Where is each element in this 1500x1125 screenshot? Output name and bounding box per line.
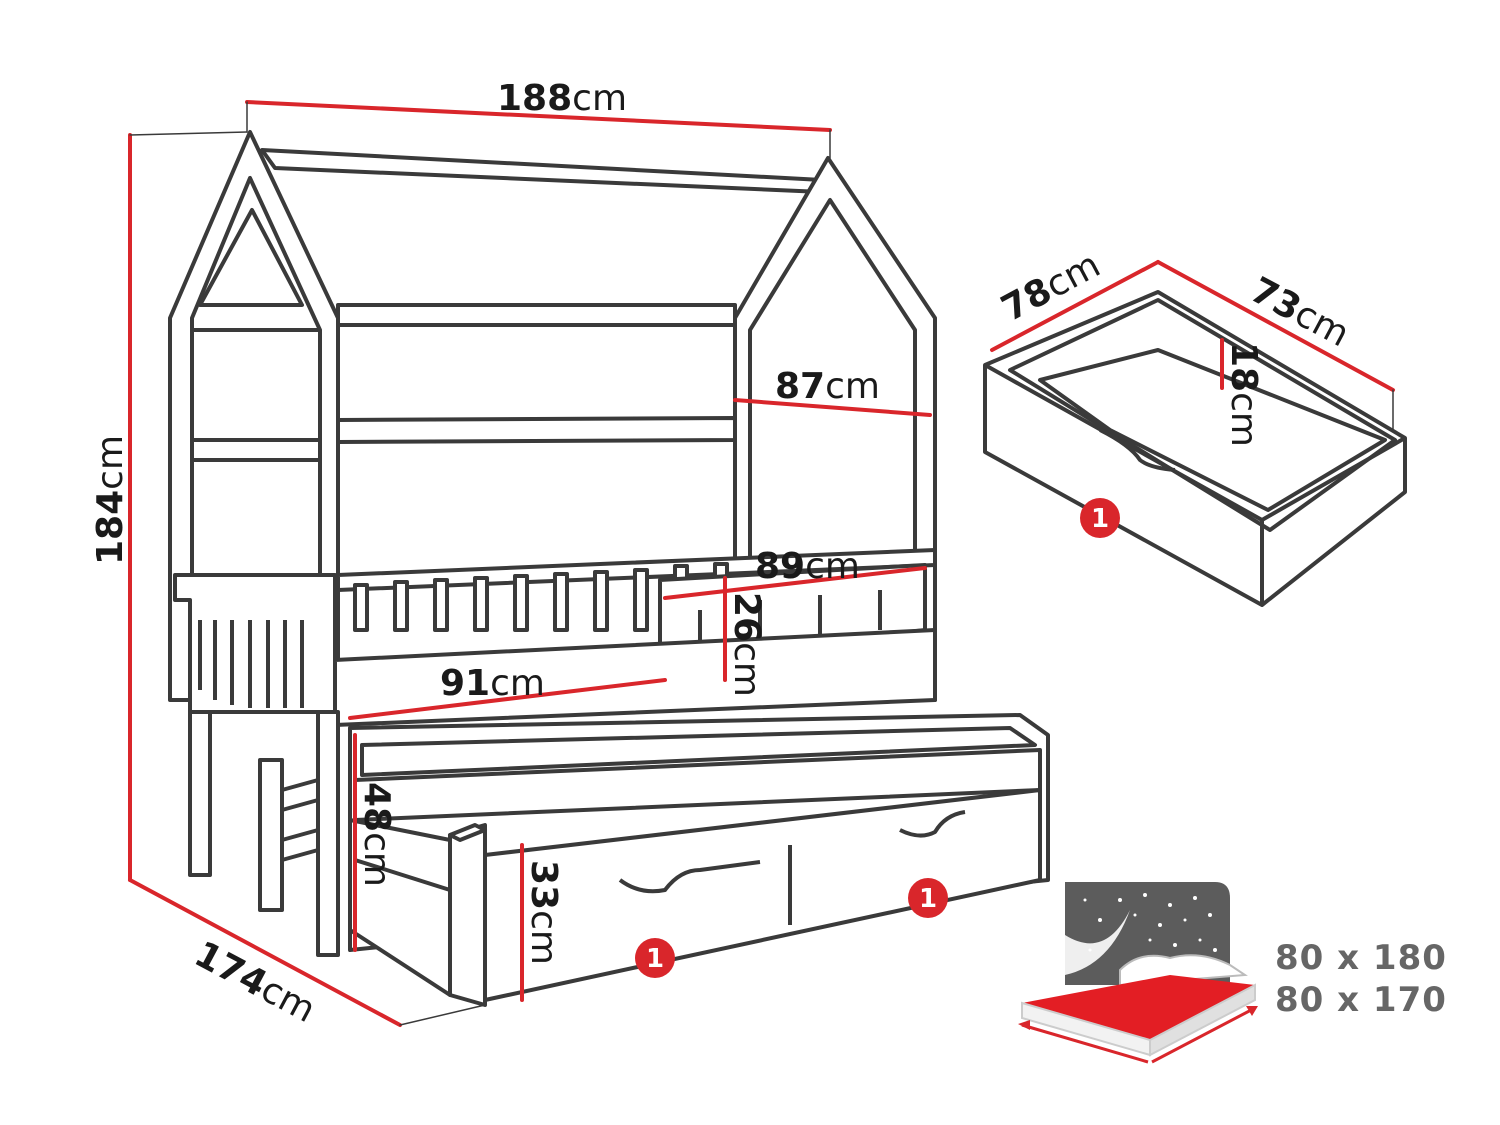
label-bed-height: 48cm — [356, 782, 397, 887]
house-bed-outline — [168, 130, 1050, 1007]
svg-text:1: 1 — [646, 944, 664, 974]
svg-text:1: 1 — [919, 884, 937, 914]
badge-drawer-left: 1 — [635, 938, 675, 978]
dim-line-drawer-depth — [990, 260, 1160, 352]
drawer-detail-outline — [983, 290, 1407, 607]
label-height-total: 184cm — [90, 435, 131, 565]
dim-line-width-top — [245, 100, 832, 132]
mattress-size-1: 80 x 180 — [1275, 938, 1447, 978]
svg-text:1: 1 — [1091, 504, 1109, 534]
dimension-lines — [128, 100, 1395, 1027]
label-roof-width: 87cm — [775, 366, 880, 407]
label-rail-length: 89cm — [755, 546, 860, 587]
label-width-top: 188cm — [497, 78, 627, 119]
label-rail-height: 26cm — [726, 592, 767, 697]
dim-line-roof-width — [733, 398, 932, 417]
stars-decoration — [1083, 893, 1217, 952]
badge-drawer-right: 1 — [908, 878, 948, 918]
dim-line-depth-bottom — [128, 878, 402, 1027]
label-opening: 91cm — [440, 663, 545, 704]
mattress-size-2: 80 x 170 — [1275, 980, 1447, 1020]
dim-line-opening — [348, 678, 667, 720]
badge-drawer-detail: 1 — [1080, 498, 1120, 538]
label-trundle-height: 33cm — [523, 860, 564, 965]
mattress-icon — [1018, 882, 1258, 1064]
dim-line-drawer-width — [1156, 260, 1395, 392]
dim-line-rail-length — [663, 566, 927, 600]
label-drawer-height: 18cm — [1223, 342, 1264, 447]
